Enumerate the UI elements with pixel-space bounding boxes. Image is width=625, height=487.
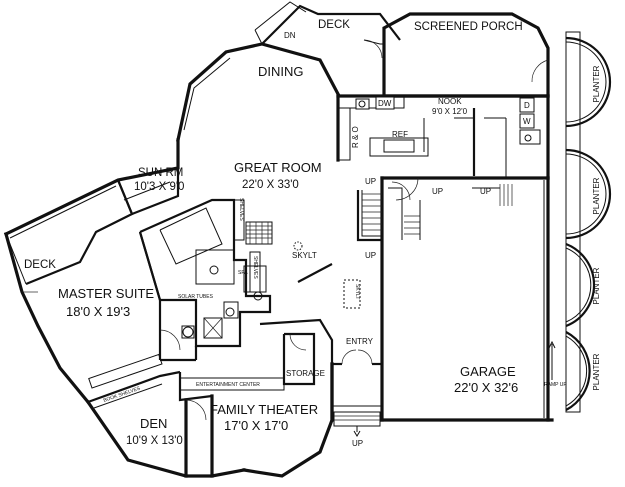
label-skylt-2: SKYLT: [354, 284, 360, 299]
label-family-theater: FAMILY THEATER: [210, 402, 318, 417]
label-storage: STORAGE: [286, 369, 325, 378]
planters: [565, 31, 612, 413]
label-spa: SPA: [238, 270, 248, 276]
label-up-2: UP: [365, 251, 376, 260]
entry: [332, 349, 382, 437]
label-master-suite: MASTER SUITE: [58, 286, 154, 301]
kitchen: [337, 95, 541, 178]
great-room-features: [293, 241, 361, 309]
label-up-4: UP: [480, 187, 491, 196]
label-solar-tubes: SOLAR TUBES: [178, 294, 214, 300]
label-sun-rm-dim: 10'3 X 9'0: [134, 181, 184, 193]
label-planter-1: PLANTER: [592, 65, 601, 102]
master-suite-walls: [22, 231, 198, 362]
label-nook-dim: 9'0 X 12'0: [432, 107, 468, 116]
label-sun-rm: SUN RM: [138, 167, 183, 179]
dining-bay: [176, 42, 341, 142]
garage-ramp: [543, 180, 556, 418]
label-entertainment-center: ENTERTAINMENT CENTER: [196, 382, 260, 388]
master-bath: [138, 198, 273, 348]
label-d: D: [524, 101, 530, 110]
label-den-dim: 10'9 X 13'0: [126, 435, 183, 447]
label-dn: DN: [284, 31, 296, 40]
label-great-room-dim: 22'0 X 33'0: [242, 179, 299, 191]
label-nook: NOOK: [438, 97, 462, 106]
label-dining: DINING: [258, 64, 304, 79]
label-planter-2: PLANTER: [592, 177, 601, 214]
label-up-3: UP: [432, 187, 443, 196]
label-screened-porch: SCREENED PORCH: [414, 21, 523, 33]
label-great-room: GREAT ROOM: [234, 160, 322, 175]
label-shelves-1: SHELVES: [238, 198, 244, 221]
den-theater-walls: [87, 318, 334, 421]
label-master-suite-dim: 18'0 X 19'3: [66, 304, 130, 319]
label-den: DEN: [140, 416, 167, 431]
label-up-5: UP: [352, 439, 363, 448]
label-skylt-1: SKYLT: [292, 251, 317, 260]
room-labels: DECK DN SCREENED PORCH DINING NOOK 9'0 X…: [24, 19, 601, 448]
label-shelves-2: SHELVES: [252, 256, 258, 279]
label-family-theater-dim: 17'0 X 17'0: [224, 418, 288, 433]
left-deck: [5, 178, 134, 286]
label-deck-left: DECK: [24, 259, 56, 271]
label-garage: GARAGE: [460, 364, 516, 379]
screened-porch: [363, 12, 550, 98]
label-up-1: UP: [365, 177, 376, 186]
top-deck: [254, 1, 401, 45]
label-planter-3: PLANTER: [592, 267, 601, 304]
label-planter-4: PLANTER: [592, 353, 601, 390]
label-entry: ENTRY: [346, 337, 374, 346]
label-ramp-up: RAMP UP: [544, 382, 567, 388]
sun-room-walls: [116, 168, 180, 216]
label-w: W: [523, 117, 531, 126]
label-ref: REF: [392, 130, 408, 139]
label-r-and-o: R & O: [351, 126, 360, 148]
label-deck-top: DECK: [318, 19, 350, 31]
label-garage-dim: 22'0 X 32'6: [454, 380, 518, 395]
stairs: [356, 177, 513, 242]
label-dw: DW: [378, 99, 392, 108]
